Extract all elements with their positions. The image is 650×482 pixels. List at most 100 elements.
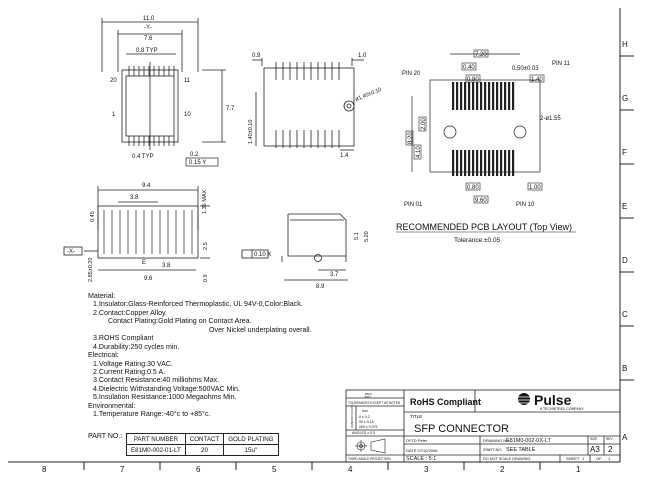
dim-label: 0.9 xyxy=(203,274,209,282)
tol-row: .000 ± 0.075 xyxy=(358,425,377,429)
part-table-cell: 20 xyxy=(184,444,225,456)
dim-label: 0.4 TYP xyxy=(132,154,154,160)
part-no-caption: PART NO.: xyxy=(88,433,123,440)
pulse-logo: Pulse A TECHNITROL COMPANY xyxy=(518,392,584,411)
part-table-header: PART NUMBER CONTACT GOLD PLATING xyxy=(126,433,279,445)
note-line: 3.ROHS Compliant xyxy=(93,334,154,343)
pin-label: 11 xyxy=(184,78,191,84)
dim-label: 7.20 xyxy=(475,52,487,58)
pcb-pads xyxy=(452,82,515,176)
title-block-labels: mm (inch) TOLERANCES EXCEPT AS NOTED mm … xyxy=(348,391,613,462)
part-table: PART NUMBER CONTACT GOLD PLATING E81M0-0… xyxy=(126,433,279,456)
row-marker: B xyxy=(622,364,627,373)
pcb-dim-boxes xyxy=(405,49,545,204)
part-table-row: E81M0-002-01-LT 20 15u" xyxy=(126,444,279,456)
note-line: Over Nickel underplating overall. xyxy=(209,325,312,334)
note-line: Material: xyxy=(88,292,116,300)
note-line: Contact Plating:Gold Plating on Contact … xyxy=(108,317,252,326)
drawn-by: DFTD Peter xyxy=(406,438,428,443)
datum-label: -X- xyxy=(67,249,75,255)
dim-label: 0.80 xyxy=(467,185,479,191)
dim-label: 7.6 xyxy=(144,36,153,42)
part-no: SEE TABLE xyxy=(506,447,536,453)
dim-label: 7.7 xyxy=(226,106,235,112)
size-label: SIZE xyxy=(590,437,597,441)
tol-head: mm xyxy=(365,391,372,396)
row-marker: C xyxy=(622,310,628,319)
note-line: 4.Durability:250 cycles min. xyxy=(93,342,180,351)
scale-label: SCALE : 5:1 xyxy=(406,456,436,462)
sheet-value: 1 xyxy=(582,456,585,461)
dim-label: 4.10 xyxy=(416,146,422,158)
rohs-label: RoHS Compliant xyxy=(410,397,481,407)
col-marker: 4 xyxy=(348,465,353,474)
row-markers: H G F E D C B A xyxy=(622,40,628,442)
note-line: 2.Contact:Copper Alloy. xyxy=(93,308,167,317)
dim-label: 8.20 xyxy=(408,132,414,144)
pulse-logo-icon xyxy=(518,393,530,405)
col-markers: 8 7 6 5 4 3 2 1 xyxy=(42,465,581,474)
drawing-no: E81M0-002-0X-LT xyxy=(506,438,551,444)
dim-label: 1.00 xyxy=(529,185,541,191)
note-line: 1.Voltage Rating:30 VAC. xyxy=(93,359,173,368)
pcb-tolerance: Tolerance:±0.05 xyxy=(454,237,501,244)
top-view-labels: 11.0 -Y- 7.6 0.8 TYP 20 11 1 10 7.7 0.4 … xyxy=(110,16,235,167)
drawing-no-label: DRAWING NO. xyxy=(483,438,510,443)
fcf-box xyxy=(185,157,219,167)
dim-label: 1.4 xyxy=(340,153,349,159)
fcf-label: 0.10 X xyxy=(254,252,271,258)
pin-label: PIN 10 xyxy=(516,202,535,208)
dim-label: 0.40 xyxy=(463,65,475,71)
rev-label: REV xyxy=(606,437,613,441)
pin-label: 20 xyxy=(110,78,117,84)
pulse-logo-text: Pulse xyxy=(534,392,572,408)
dim-label: 2.85±0.20 xyxy=(88,258,94,282)
pin-label: 10 xyxy=(184,112,191,118)
dim-label: 9.6 xyxy=(144,276,153,282)
of-value: 1 xyxy=(608,456,611,461)
pin-label: PIN 20 xyxy=(402,71,421,77)
note-line: 4.Dielectric Withstanding Voltage:500VAC… xyxy=(93,384,240,393)
note-line: 1.Temperature Range:-40°c to +85°c. xyxy=(93,410,211,419)
dim-label: 8.9 xyxy=(316,284,325,290)
dim-label: ø1.40±0.10 xyxy=(355,87,383,103)
col-marker: 8 xyxy=(42,465,47,474)
row-marker: A xyxy=(622,433,628,442)
dim-label: 5.20 xyxy=(364,231,370,242)
end-view xyxy=(241,213,348,281)
pulse-logo-sub: A TECHNITROL COMPANY xyxy=(540,407,584,411)
col-marker: 7 xyxy=(120,465,125,474)
dim-label: 2.5 xyxy=(203,242,209,250)
note-line: 3.Contact Resistance:40 milliohms Max. xyxy=(93,376,220,385)
end-view-labels: 0.10 X 5.1 5.20 3.7 8.9 xyxy=(254,231,370,290)
row-marker: E xyxy=(622,202,627,211)
pcb-title: RECOMMENDED PCB LAYOUT (Top View) xyxy=(396,222,572,232)
top-view-pins xyxy=(128,66,175,146)
note-line: Electrical: xyxy=(88,351,119,360)
side-view xyxy=(63,186,210,271)
of-label: OF xyxy=(596,456,602,461)
drawing-title: SFP CONNECTOR xyxy=(414,423,509,435)
dim-label: 0.80 xyxy=(467,77,479,83)
note-line: Environmental: xyxy=(88,401,136,410)
projection-label: THIRD ANGLE PROJECTION xyxy=(348,457,391,461)
col-marker: 5 xyxy=(272,465,277,474)
side-view-labels: 9.4 3.8 1.35 MAX 0.45 -X- 2.5 2.85±0.20 … xyxy=(67,183,209,282)
rev-value: 2 xyxy=(608,445,613,454)
dim-label: 1.0 xyxy=(358,53,367,59)
fcf-label: 0.15 Y xyxy=(189,160,206,166)
row-marker: G xyxy=(622,94,628,103)
dim-label: 2-ø1.55 xyxy=(540,116,561,122)
note-line: 5.Insulation Resistance:1000 Megaohms Mi… xyxy=(93,393,237,402)
title-label: TITLE xyxy=(410,414,422,419)
projection-symbol xyxy=(355,438,386,454)
drawn-date: DATE 07/10/2008 xyxy=(406,448,438,453)
dim-label: 3.7 xyxy=(330,272,339,278)
no-scale-note: DO NOT SCALE DRAWING xyxy=(483,457,531,461)
note-line: 1.Insulator:Glass-Reinforced Thermoplast… xyxy=(93,300,303,309)
bottom-view-labels: 0.9 1.0 ø1.40±0.10 1.40±0.10 1.4 xyxy=(248,53,383,159)
size-value: A3 xyxy=(590,445,600,454)
part-table-header-cell: GOLD PLATING xyxy=(223,433,279,445)
dim-label: 2.00 xyxy=(421,118,427,130)
